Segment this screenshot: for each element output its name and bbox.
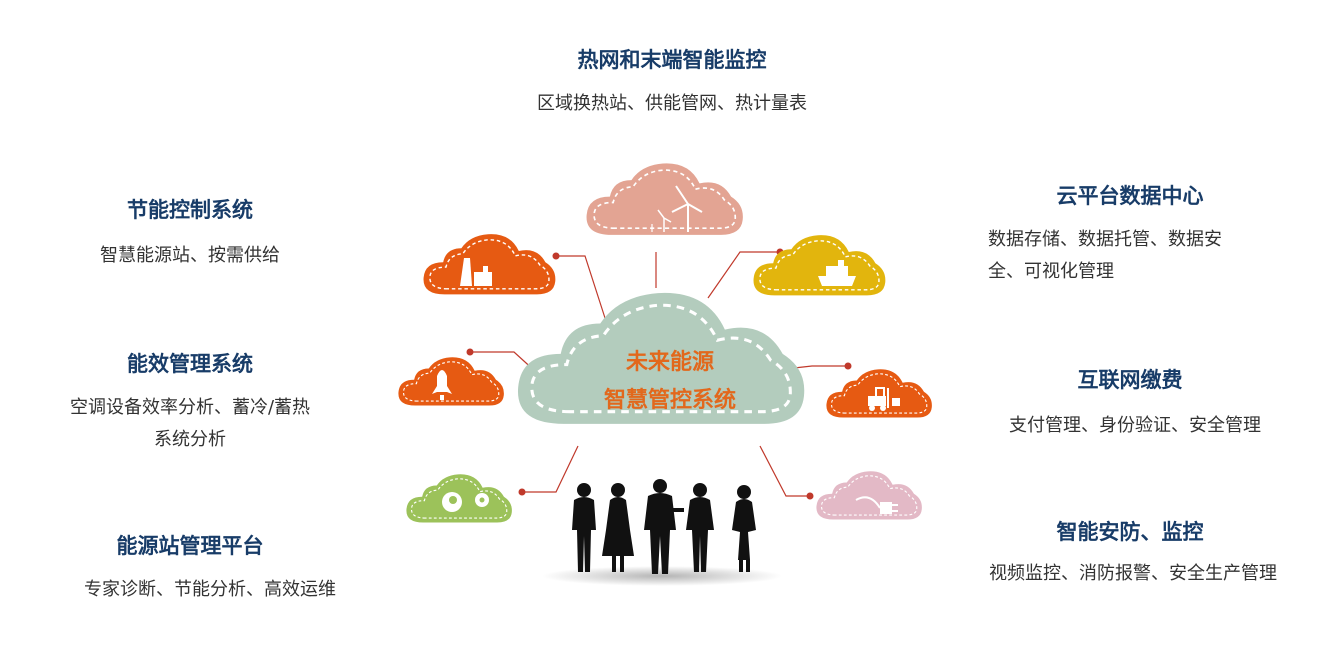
- module-right2-title: 互联网缴费: [1000, 364, 1260, 394]
- connector-left1: [556, 256, 605, 318]
- module-left2-desc-line1: 空调设备效率分析、蓄冷/蓄热: [20, 392, 360, 424]
- cloud-right3: [816, 471, 921, 519]
- module-left2-title: 能效管理系统: [40, 348, 340, 378]
- module-right1-desc-line2: 全、可视化管理: [988, 256, 1114, 288]
- module-right3-desc: 视频监控、消防报警、安全生产管理: [948, 558, 1318, 590]
- module-right1-title: 云平台数据中心: [1000, 180, 1260, 210]
- people-silhouette: [572, 479, 756, 574]
- module-left1-title: 节能控制系统: [40, 194, 340, 224]
- person-1: [572, 483, 596, 572]
- connector-dot: [467, 349, 474, 356]
- center-title-line2: 智慧管控系统: [560, 382, 780, 414]
- center-title-line1: 未来能源: [560, 344, 780, 376]
- person-5: [732, 485, 756, 572]
- person-4: [686, 483, 714, 572]
- person-3: [644, 479, 684, 574]
- module-left3-desc: 专家诊断、节能分析、高效运维: [20, 574, 400, 606]
- cloud-left1: [424, 234, 556, 294]
- cloud-left3: [406, 474, 511, 522]
- connector-dot: [553, 253, 560, 260]
- module-right2-desc: 支付管理、身份验证、安全管理: [960, 410, 1310, 442]
- module-right3-title: 智能安防、监控: [990, 516, 1270, 546]
- module-top-desc: 区域换热站、供能管网、热计量表: [452, 88, 892, 120]
- connector-dot: [845, 363, 852, 370]
- module-left1-desc: 智慧能源站、按需供给: [40, 240, 340, 272]
- cloud-top: [587, 163, 743, 234]
- module-top-title: 热网和末端智能监控: [472, 44, 872, 74]
- module-left2-desc-line2: 系统分析: [20, 424, 360, 456]
- person-2: [602, 483, 634, 572]
- cloud-right2: [826, 369, 931, 417]
- module-left3-title: 能源站管理平台: [40, 530, 340, 560]
- connector-dot: [519, 489, 526, 496]
- connector-right3: [760, 446, 810, 496]
- cloud-right1: [754, 235, 886, 295]
- module-right1-desc-line1: 数据存储、数据托管、数据安: [988, 224, 1222, 256]
- cloud-left2: [398, 357, 503, 405]
- connector-left3: [522, 446, 578, 492]
- connector-dot: [807, 493, 814, 500]
